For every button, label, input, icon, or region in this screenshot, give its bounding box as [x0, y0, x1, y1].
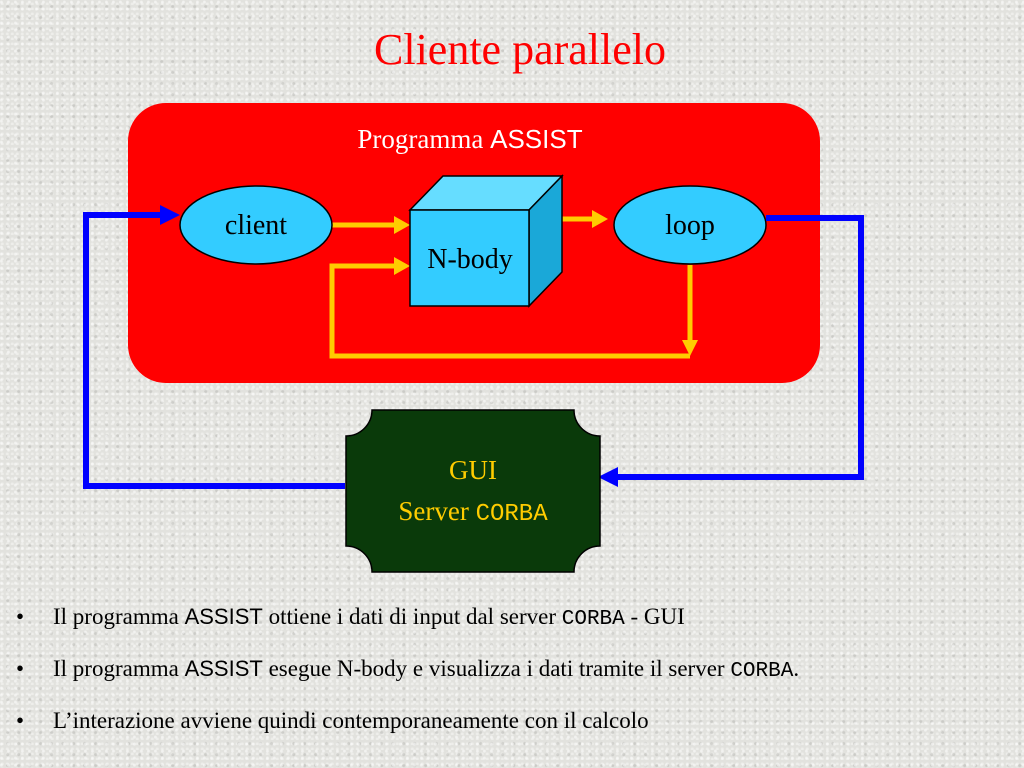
bullet-item: • Il programma ASSIST esegue N-body e vi… [16, 652, 1016, 704]
gui-server-corba-box: GUI Server CORBA [345, 409, 601, 573]
bullet-marker: • [16, 708, 25, 733]
bullet-list: • Il programma ASSIST ottiene i dati di … [16, 600, 1016, 756]
nbody-module: N-body [408, 174, 564, 308]
client-node: client [179, 185, 333, 265]
loop-node: loop [613, 185, 767, 265]
loop-label: loop [665, 210, 715, 241]
parallel-client-diagram: Programma ASSIST client N-body loop [83, 103, 864, 573]
bullet-item: • L’interazione avviene quindi contempor… [16, 704, 1016, 756]
gui-to-client-arrow [83, 205, 345, 489]
bullet-item: • Il programma ASSIST ottiene i dati di … [16, 600, 1016, 652]
loop-to-gui-arrow [598, 215, 864, 487]
slide-title: Cliente parallelo [374, 25, 666, 74]
assist-program-label: Programma ASSIST [357, 124, 582, 154]
bullet-marker: • [16, 656, 25, 681]
nbody-label: N-body [427, 244, 513, 275]
loop-feedback-arrow [329, 257, 698, 359]
io-arrows [83, 205, 864, 489]
bullet-marker: • [16, 604, 25, 629]
data-flow-arrows [329, 210, 698, 359]
gui-label: GUI [449, 455, 497, 485]
client-to-nbody-arrow [332, 216, 410, 234]
client-label: client [225, 210, 287, 241]
server-corba-label: Server CORBA [398, 496, 548, 528]
